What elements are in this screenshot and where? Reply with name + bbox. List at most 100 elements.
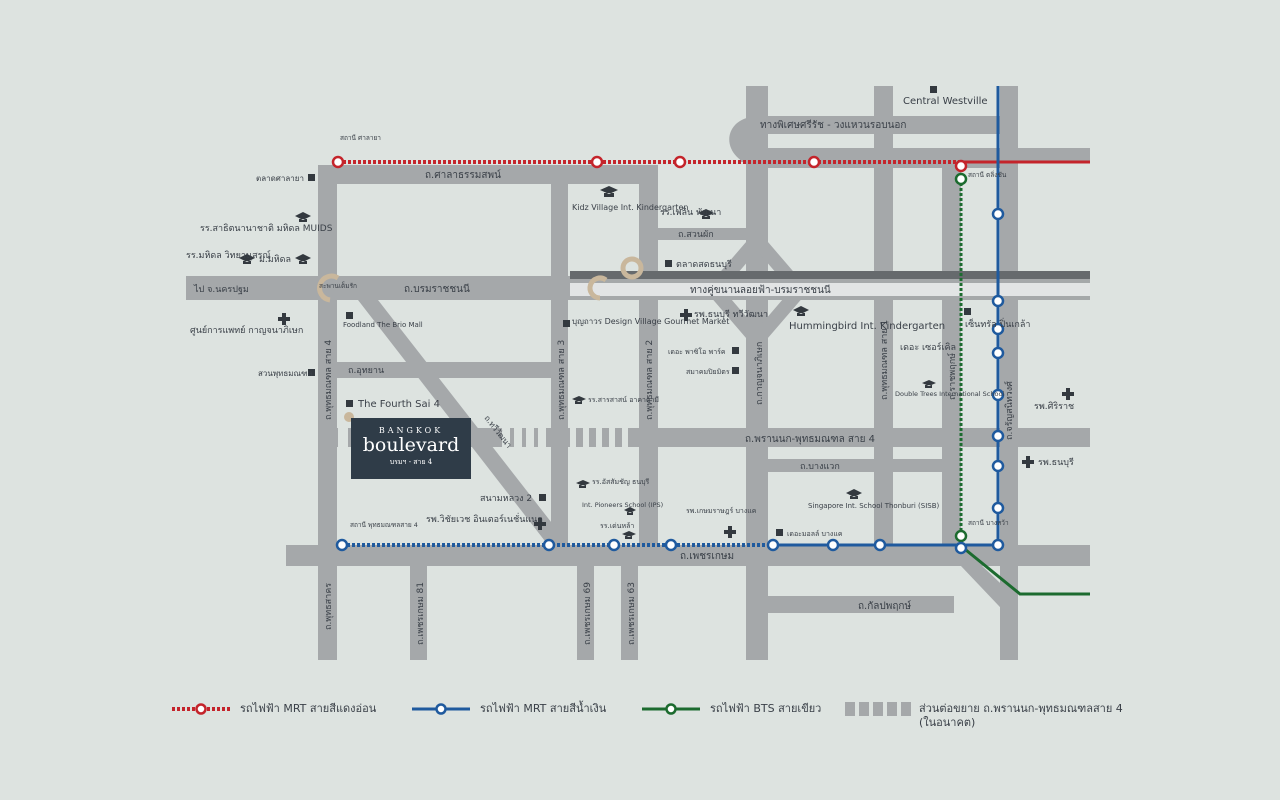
- label-p4: ถ.พุทธมณฑล สาย 4: [324, 340, 334, 420]
- station-salaya[interactable]: [331, 155, 345, 169]
- legend-future-line1: ส่วนต่อขยาย ถ.พรานนก-พุทธมณฑลสาย 4: [919, 702, 1123, 715]
- station-phutthamonthon4[interactable]: [335, 538, 349, 552]
- station-bang-wa[interactable]: [954, 541, 968, 555]
- legend-red-label: รถไฟฟ้า MRT สายสีแดงอ่อน: [240, 702, 377, 715]
- station-bts-taling-chan[interactable]: [954, 172, 968, 186]
- station-blue[interactable]: [607, 538, 621, 552]
- label-wichai: รพ.วิชัยเวช อินเตอร์เนชั่นแนล: [426, 512, 543, 525]
- pin-square: [539, 494, 546, 501]
- legend-future-line2: (ในอนาคต): [919, 716, 976, 729]
- label-pioneers: Int. Pioneers School (IPS): [582, 501, 663, 509]
- road-labels: ถ.ศาลาธรรมสพน์ ทางพิเศษศรีรัช - วงแหวนรอ…: [193, 119, 1015, 645]
- brand-name: boulevard: [362, 434, 460, 456]
- future-gap: [338, 428, 348, 447]
- pin-square: [732, 347, 739, 354]
- future-gap: [596, 428, 602, 447]
- station-blue[interactable]: [991, 388, 1005, 402]
- school-icon: [793, 306, 809, 316]
- label-central: Central Westville: [903, 96, 988, 107]
- label-station-salaya: สถานี ศาลายา: [340, 134, 381, 142]
- future-gap: [526, 428, 534, 447]
- road-p2: [639, 165, 658, 547]
- loop-west: [317, 273, 340, 303]
- road-p1: [874, 86, 893, 546]
- station-blue[interactable]: [826, 538, 840, 552]
- label-kasem-rad: รพ.เกษมราษฎร์ บางแค: [686, 507, 757, 515]
- road-petch69: [577, 566, 594, 660]
- label-charan: ถ.จรัญสนิทวงศ์: [1003, 381, 1015, 440]
- school-icon: [600, 186, 618, 197]
- label-kanchanapisek-v: ถ.กาญจนาภิเษก: [754, 342, 765, 405]
- future-gap: [502, 428, 510, 447]
- school-icon: [922, 380, 936, 388]
- legend-future-icon: [845, 702, 911, 716]
- station-bts-bang-wa[interactable]: [954, 529, 968, 543]
- legend-green-label: รถไฟฟ้า BTS สายเขียว: [710, 702, 822, 715]
- poi-markers: [239, 86, 1074, 539]
- pin-square: [308, 369, 315, 376]
- station-blue[interactable]: [766, 538, 780, 552]
- label-station-bang-wa: สถานี บางหว้า: [968, 519, 1009, 527]
- label-thonburi2: รพ.ธนบุรี: [1038, 457, 1074, 468]
- road-p4: [318, 165, 337, 660]
- school-icon: [239, 254, 255, 264]
- station-blue[interactable]: [542, 538, 556, 552]
- legend-future-label: ส่วนต่อขยาย ถ.พรานนก-พุทธมณฑลสาย 4 (ในอน…: [919, 702, 1123, 730]
- label-seacon: เดอะมอลล์ บางแค: [787, 530, 843, 538]
- bts-green-line: [960, 544, 1090, 596]
- label-mahidol-wit: รร.มหิดล วิทยานุสรณ์: [186, 249, 271, 261]
- station-blue[interactable]: [991, 538, 1005, 552]
- station-blue[interactable]: [991, 501, 1005, 515]
- legend-red-line-icon: [172, 703, 230, 715]
- legend-green-line-icon: [642, 703, 700, 715]
- label-suanphak: ถ.สวนผัก: [678, 230, 714, 240]
- label-doubletree: Double Trees International School: [895, 390, 1004, 398]
- legend-red: รถไฟฟ้า MRT สายสีแดงอ่อน: [170, 702, 376, 716]
- label-the-circle: เดอะ เซอร์เคิล: [900, 341, 956, 353]
- station-blue[interactable]: [991, 346, 1005, 360]
- station-blue[interactable]: [991, 207, 1005, 221]
- school-icon: [572, 396, 586, 404]
- project-brand-box[interactable]: BANGKOK boulevard บรมฯ - สาย 4: [351, 418, 471, 479]
- map-legend: รถไฟฟ้า MRT สายสีแดงอ่อน รถไฟฟ้า MRT สาย…: [170, 702, 1170, 742]
- hospital-icon: [724, 526, 736, 538]
- school-icon: [295, 212, 311, 222]
- station-red[interactable]: [807, 155, 821, 169]
- road-bang-waek: [768, 459, 954, 472]
- station-red[interactable]: [590, 155, 604, 169]
- pin-square: [930, 86, 937, 93]
- road-charansanitwong: [1000, 86, 1018, 660]
- road-elevated: [570, 283, 1090, 296]
- legend-green: รถไฟฟ้า BTS สายเขียว: [640, 702, 821, 716]
- station-blue[interactable]: [991, 322, 1005, 336]
- school-icon: [624, 507, 636, 515]
- station-taling-chan[interactable]: [954, 159, 968, 173]
- label-hummingbird: Hummingbird Int. Kindergarten: [789, 321, 945, 332]
- station-blue[interactable]: [991, 294, 1005, 308]
- label-nakhonpathom: ไป จ.นครปฐม: [193, 284, 249, 295]
- school-icon: [295, 254, 311, 264]
- station-blue[interactable]: [991, 459, 1005, 473]
- school-icon: [846, 489, 862, 499]
- pin-square: [563, 320, 570, 327]
- road-kanchanapisek: [746, 86, 768, 660]
- station-red[interactable]: [673, 155, 687, 169]
- label-kanlapaphruek: ถ.กัลปพฤกษ์: [858, 600, 911, 612]
- label-ratchaphruek: ถ.ราชพฤกษ์: [946, 353, 958, 400]
- school-icon: [576, 480, 590, 488]
- label-sathit: รร.สาธิตนานาชาติ มหิดล MUIDS: [200, 223, 333, 234]
- future-extension: [338, 428, 628, 447]
- road-suanphak: [655, 228, 747, 240]
- label-petch69: ถ.เพชรเกษม 69: [583, 582, 593, 645]
- station-blue[interactable]: [664, 538, 678, 552]
- pin-square: [308, 174, 315, 181]
- pin-square: [776, 529, 783, 536]
- road-ring-loop: [729, 116, 1000, 168]
- station-blue[interactable]: [991, 429, 1005, 443]
- station-blue[interactable]: [873, 538, 887, 552]
- label-phutthamonthon-market: สมาคมปิยมิตร: [686, 368, 730, 376]
- road-ratchaphruek: [942, 162, 961, 546]
- overpass-loops: [317, 256, 644, 422]
- label-sanam-luang2: สนามหลวง 2: [480, 494, 532, 504]
